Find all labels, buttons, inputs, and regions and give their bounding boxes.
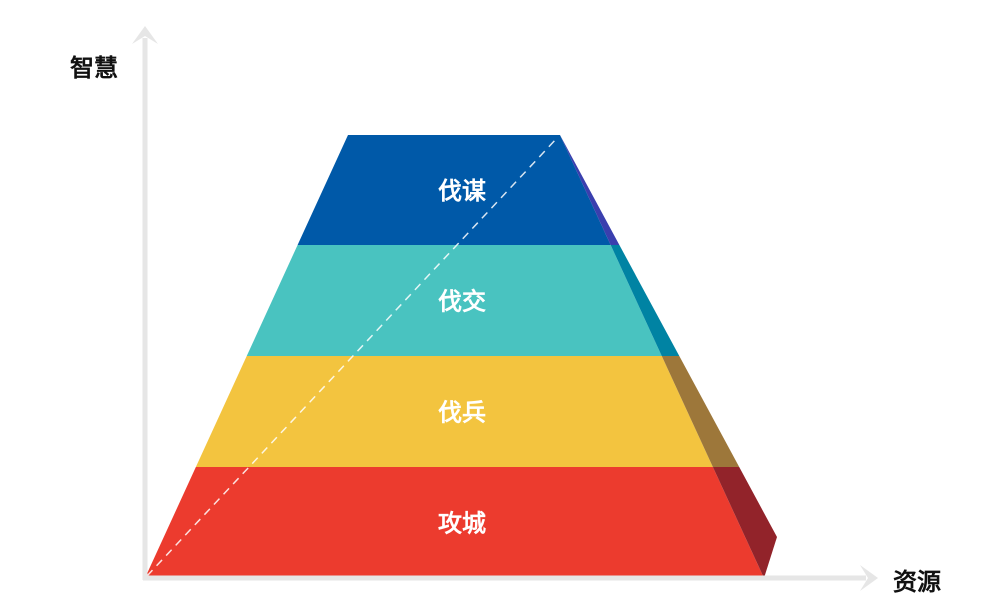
y-axis-arrow-icon bbox=[132, 26, 158, 44]
y-axis-label: 智慧 bbox=[70, 54, 118, 82]
pyramid-level-label: 攻城 bbox=[438, 510, 486, 538]
pyramid-level-0 bbox=[297, 135, 611, 245]
diagonal-dashed-line bbox=[146, 136, 559, 577]
pyramid-level-label: 伐兵 bbox=[438, 399, 486, 427]
pyramid-level-2 bbox=[195, 356, 713, 467]
x-axis-arrow-icon bbox=[860, 565, 878, 591]
pyramid-level-side-3 bbox=[712, 467, 777, 578]
pyramid-level-side-0 bbox=[560, 135, 620, 245]
pyramid-level-3 bbox=[145, 467, 764, 578]
pyramid-level-side-2 bbox=[661, 356, 740, 467]
pyramid-level-label: 伐交 bbox=[438, 288, 486, 316]
pyramid-level-label: 伐谋 bbox=[438, 177, 487, 205]
pyramid-level-1 bbox=[246, 245, 662, 356]
x-axis-label: 资源 bbox=[893, 568, 941, 596]
pyramid-level-side-1 bbox=[610, 245, 680, 356]
